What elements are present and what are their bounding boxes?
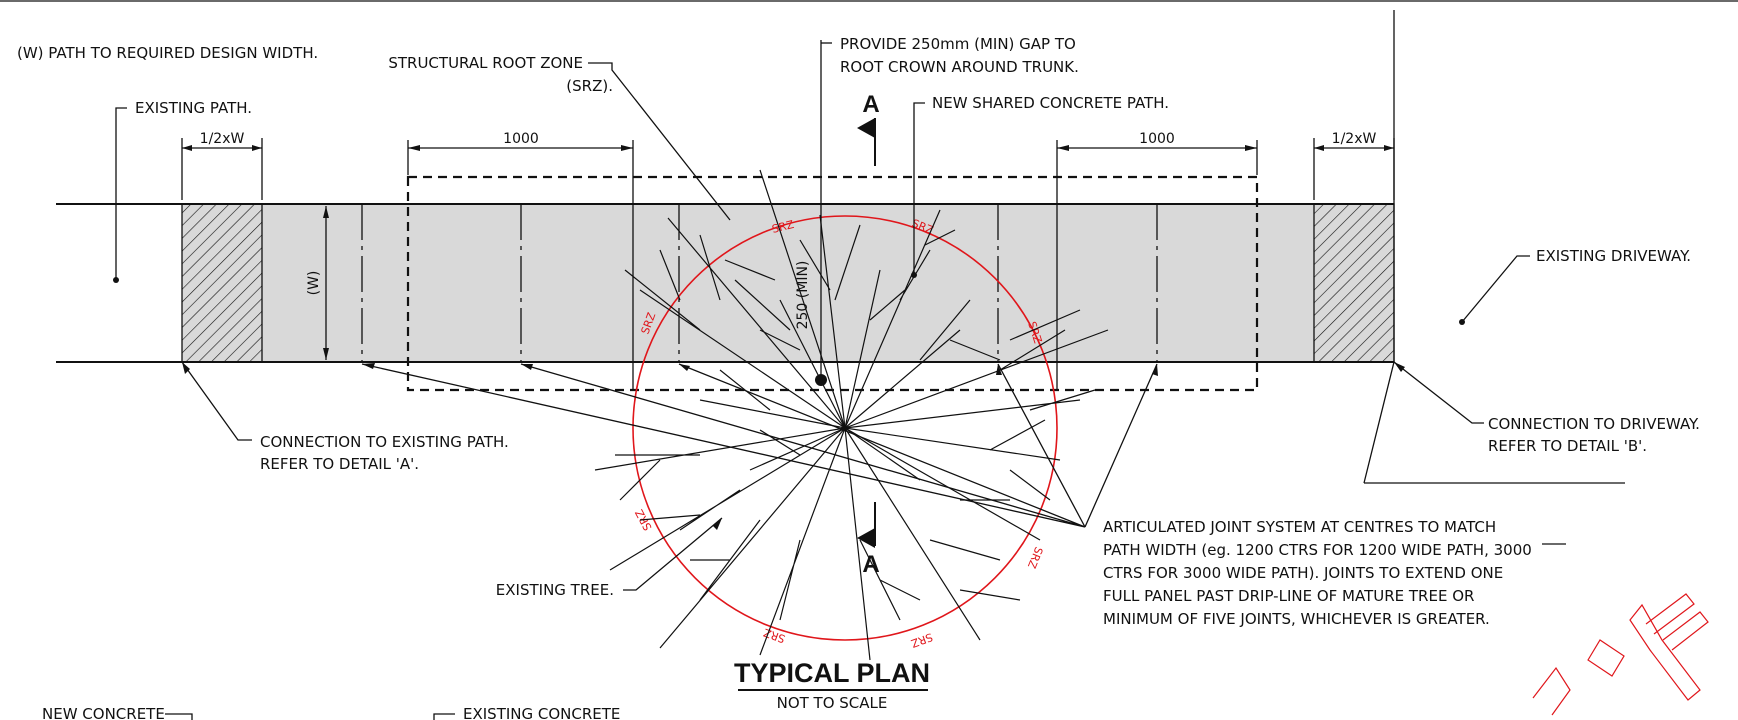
title-sub: NOT TO SCALE xyxy=(777,694,888,712)
section-label: A xyxy=(862,551,879,578)
label-srz-line1: STRUCTURAL ROOT ZONE xyxy=(388,54,583,72)
title-main: TYPICAL PLAN xyxy=(734,658,930,688)
section-marker-top: A xyxy=(857,91,880,166)
callout-articulated-joints: ARTICULATED JOINT SYSTEM AT CENTRES TO M… xyxy=(361,361,1566,628)
srz-tag: SRZ xyxy=(1025,545,1046,571)
label-new-path: NEW SHARED CONCRETE PATH. xyxy=(932,94,1169,112)
dimension-1000-right: 1000 xyxy=(1056,131,1258,390)
tree-trunk xyxy=(815,374,827,386)
label-conn-path-2: REFER TO DETAIL 'A'. xyxy=(260,455,419,473)
label-conn-drive-2: REFER TO DETAIL 'B'. xyxy=(1488,437,1647,455)
new-path-surface xyxy=(182,204,1394,362)
section-marker-bottom: A xyxy=(857,502,880,578)
callout-connection-driveway: CONNECTION TO DRIVEWAY. REFER TO DETAIL … xyxy=(1393,361,1700,455)
label-joint-4: FULL PANEL PAST DRIP-LINE OF MATURE TREE… xyxy=(1103,587,1474,605)
dimension-1000-left: 1000 xyxy=(407,131,634,390)
dim-half-w-right: 1/2xW xyxy=(1332,131,1377,147)
dim-width: (W) xyxy=(306,271,322,296)
srz-circle xyxy=(632,215,1058,641)
srz-tag: SRZ xyxy=(909,630,935,650)
legend-new-concrete: NEW CONCRETE xyxy=(42,705,193,720)
section-arrow xyxy=(857,118,875,138)
label-joint-3: CTRS FOR 3000 WIDE PATH). JOINTS TO EXTE… xyxy=(1103,564,1503,582)
dim-1000-right: 1000 xyxy=(1139,131,1175,147)
label-joint-5: MINIMUM OF FIVE JOINTS, WHICHEVER IS GRE… xyxy=(1103,610,1490,628)
dimension-width: (W) xyxy=(306,206,329,360)
label-srz-line2: (SRZ). xyxy=(566,77,613,95)
stamp-outline xyxy=(1532,593,1709,716)
dim-1000-left: 1000 xyxy=(503,131,539,147)
callout-srz: STRUCTURAL ROOT ZONE (SRZ). xyxy=(388,54,731,221)
label-existing-path: EXISTING PATH. xyxy=(135,99,252,117)
existing-driveway-hatch xyxy=(1313,203,1395,363)
label-gap-line2: ROOT CROWN AROUND TRUNK. xyxy=(840,58,1079,76)
legend-existing-concrete-label: EXISTING CONCRETE xyxy=(463,705,620,720)
legend-new-concrete-label: NEW CONCRETE xyxy=(42,705,165,720)
dimension-250-min: 250 (MIN) xyxy=(795,40,832,374)
label-w-path: (W) PATH TO REQUIRED DESIGN WIDTH. xyxy=(17,44,318,62)
callout-new-path: NEW SHARED CONCRETE PATH. xyxy=(911,94,1169,278)
callout-gap: PROVIDE 250mm (MIN) GAP TO ROOT CROWN AR… xyxy=(840,35,1079,76)
section-arrow xyxy=(857,528,875,548)
dimension-half-w-right: 1/2xW xyxy=(1313,131,1395,200)
legend-existing-concrete: EXISTING CONCRETE xyxy=(433,705,620,720)
label-existing-driveway: EXISTING DRIVEWAY. xyxy=(1536,247,1691,265)
dim-half-w-left: 1/2xW xyxy=(200,131,245,147)
label-joint-1: ARTICULATED JOINT SYSTEM AT CENTRES TO M… xyxy=(1103,518,1496,536)
existing-path-hatch xyxy=(181,203,263,363)
callout-existing-tree: EXISTING TREE. xyxy=(496,517,723,599)
section-label: A xyxy=(862,91,879,118)
callout-existing-path: EXISTING PATH. xyxy=(113,99,252,283)
label-existing-tree: EXISTING TREE. xyxy=(496,581,614,599)
label-gap-line1: PROVIDE 250mm (MIN) GAP TO xyxy=(840,35,1076,53)
label-conn-drive-1: CONNECTION TO DRIVEWAY. xyxy=(1488,415,1700,433)
dimension-half-w-left: 1/2xW xyxy=(181,131,263,200)
callout-existing-driveway: EXISTING DRIVEWAY. xyxy=(1459,247,1691,325)
drawing-title: TYPICAL PLAN NOT TO SCALE xyxy=(734,658,930,712)
label-conn-path-1: CONNECTION TO EXISTING PATH. xyxy=(260,433,509,451)
dim-250-min: 250 (MIN) xyxy=(795,261,811,330)
callout-connection-path: CONNECTION TO EXISTING PATH. REFER TO DE… xyxy=(181,361,509,473)
label-joint-2: PATH WIDTH (eg. 1200 CTRS FOR 1200 WIDE … xyxy=(1103,541,1532,559)
